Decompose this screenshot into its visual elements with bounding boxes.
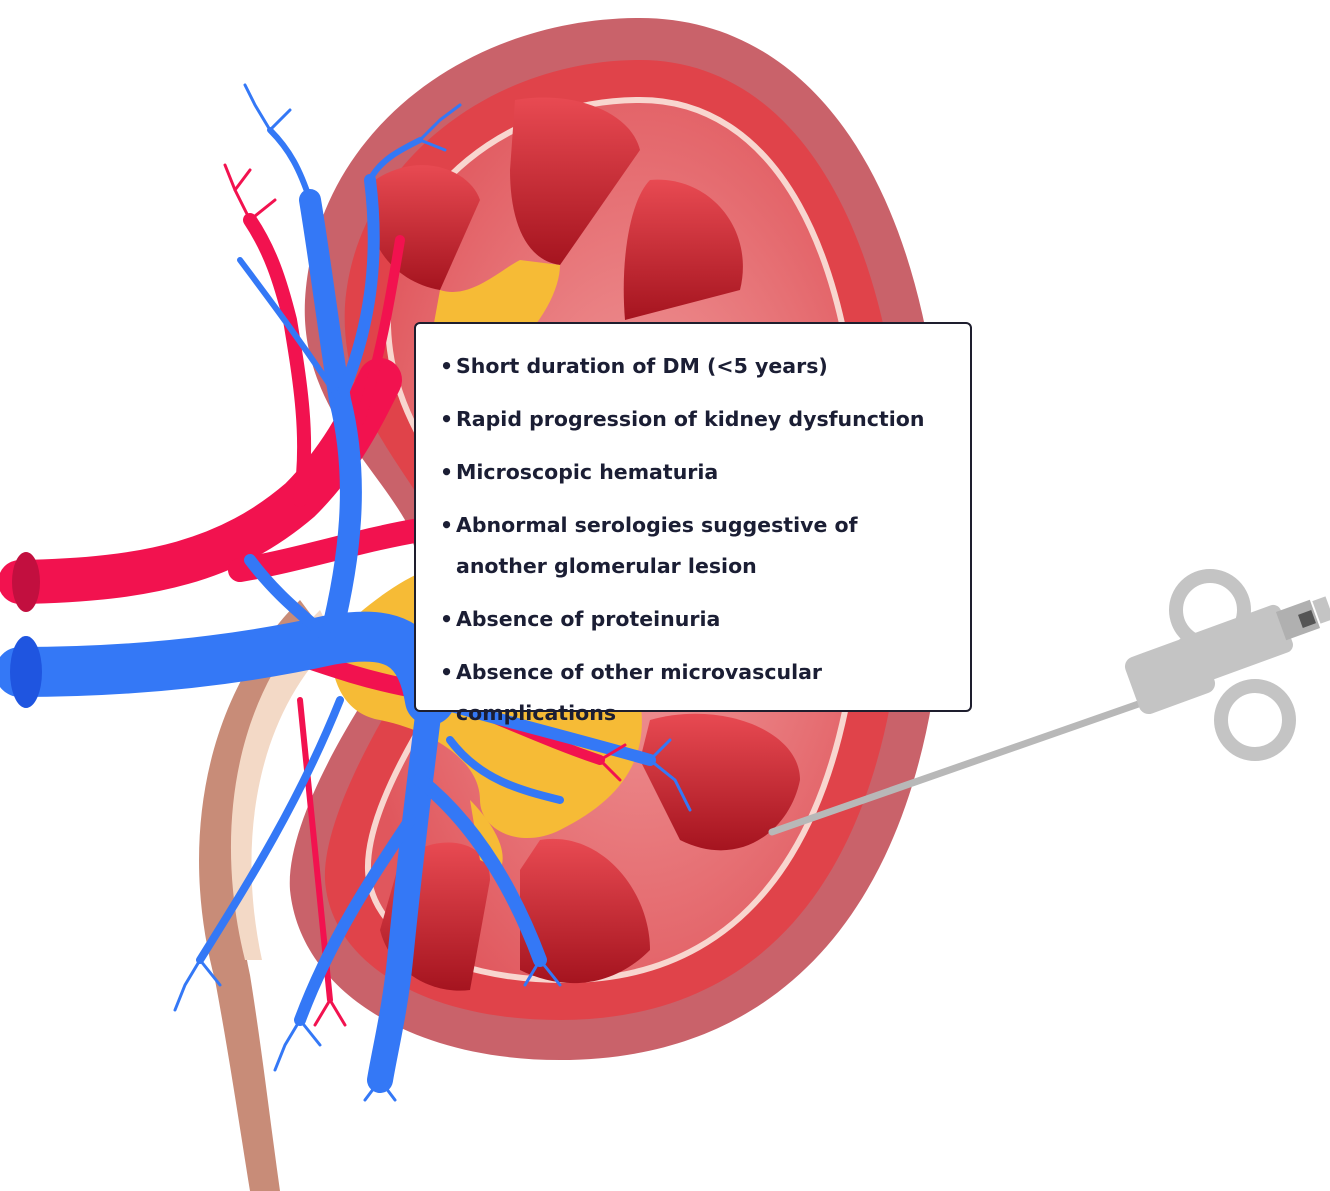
- biopsy-indications-box: Short duration of DM (<5 years) Rapid pr…: [414, 322, 972, 712]
- list-item: Short duration of DM (<5 years): [440, 346, 950, 387]
- artery-opening: [12, 552, 40, 612]
- list-item: Abnormal serologies suggestive of anothe…: [440, 505, 926, 587]
- vein-opening: [10, 636, 42, 708]
- indications-list: Short duration of DM (<5 years) Rapid pr…: [440, 346, 950, 734]
- list-item: Absence of other microvascular complicat…: [440, 652, 950, 734]
- list-item: Rapid progression of kidney dysfunction: [440, 399, 950, 440]
- list-item: Absence of proteinuria: [440, 599, 950, 640]
- list-item: Microscopic hematuria: [440, 452, 950, 493]
